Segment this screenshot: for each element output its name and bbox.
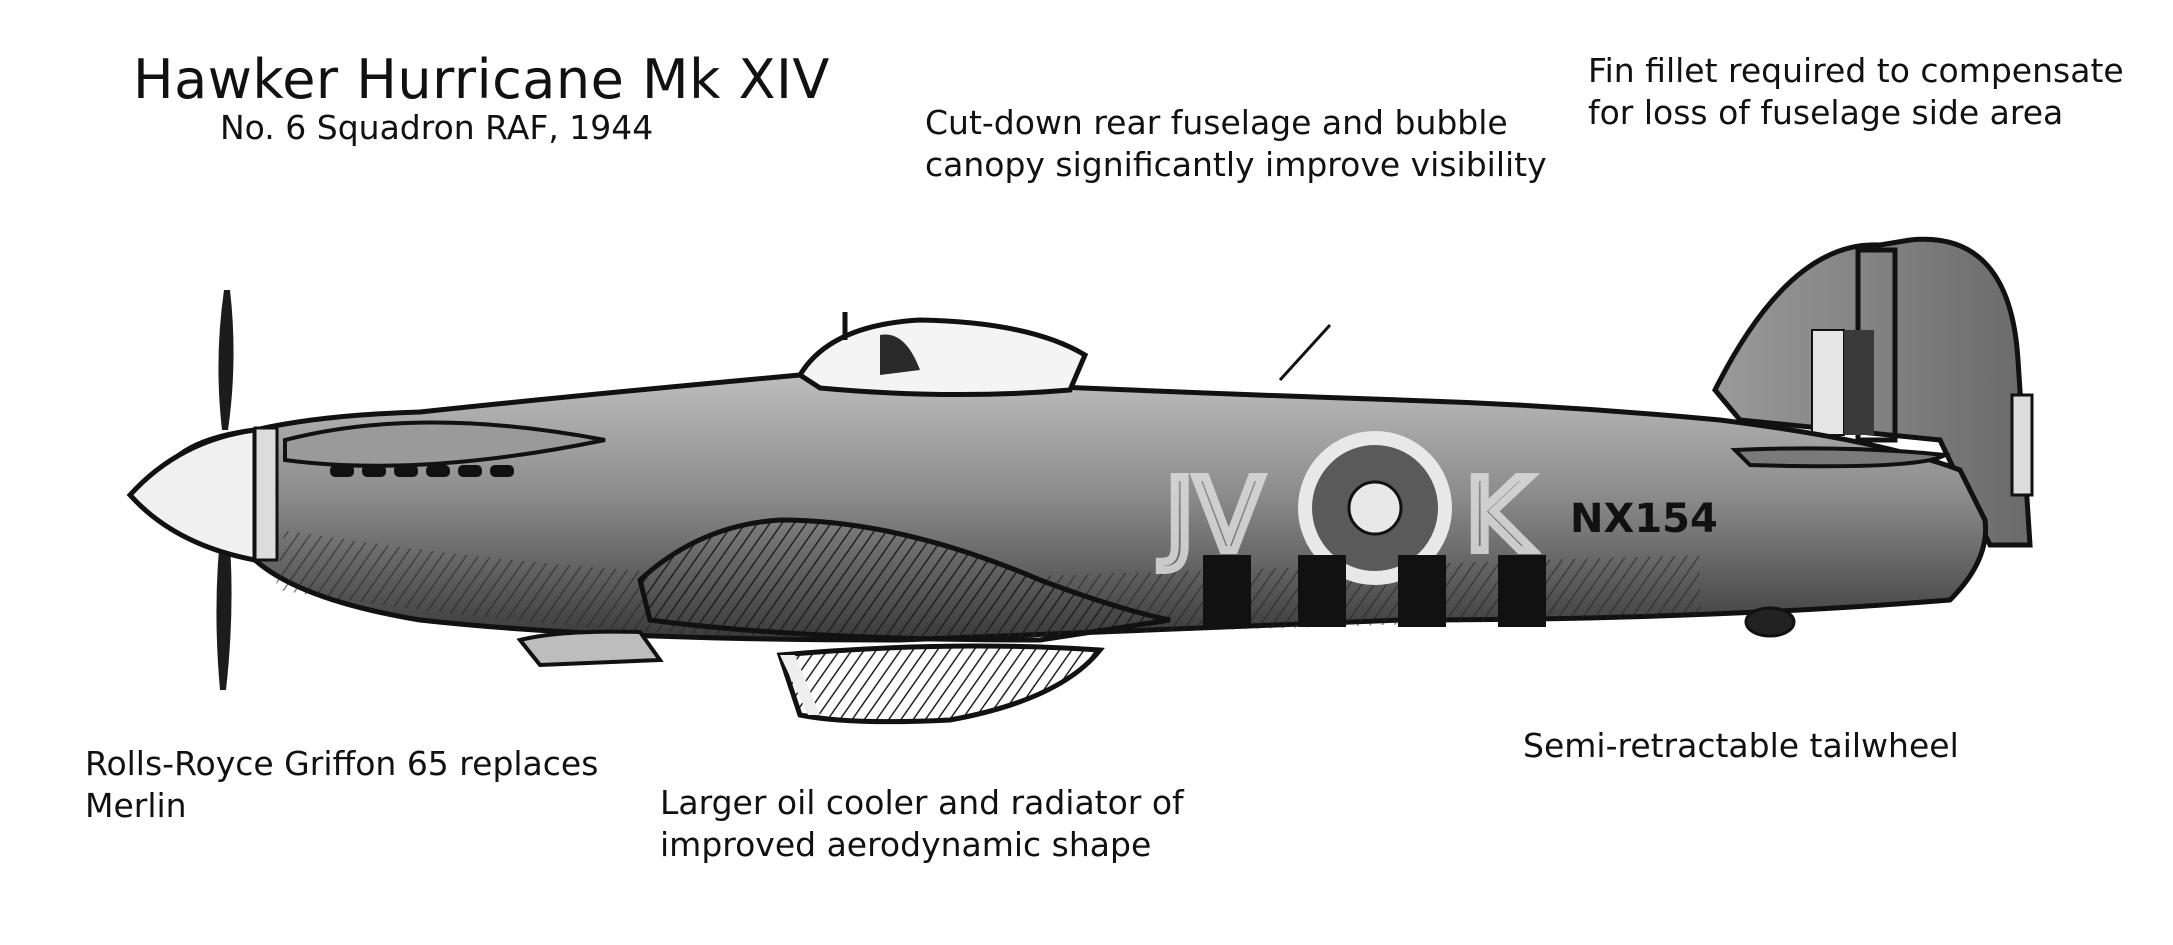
annotation-canopy-line-2: canopy significantly improve visibility	[925, 145, 1547, 184]
wing	[516, 517, 1171, 668]
annotation-tailwheel: Semi-retractable tailwheel	[1523, 725, 1959, 767]
annotation-cooler-line-1: Larger oil cooler and radiator of	[660, 783, 1184, 822]
invasion-stripes	[1203, 555, 1546, 627]
annotation-cooler: Larger oil cooler and radiator of improv…	[660, 782, 1184, 866]
tail-fin	[1712, 236, 2034, 548]
radiator	[776, 643, 1105, 725]
serial-number: NX154	[1570, 496, 1718, 542]
propeller-spinner	[126, 426, 279, 564]
annotation-fin: Fin fillet required to compensate for lo…	[1588, 50, 2124, 134]
annotation-canopy-line-1: Cut-down rear fuselage and bubble	[925, 103, 1508, 142]
annotation-engine-line-1: Rolls-Royce Griffon 65 replaces	[85, 744, 599, 783]
annotation-engine-line-2: Merlin	[85, 786, 187, 825]
annotation-cooler-line-2: improved aerodynamic shape	[660, 825, 1152, 864]
page-title: Hawker Hurricane Mk XIV	[133, 48, 830, 111]
propeller	[216, 290, 234, 690]
exhaust-stubs	[283, 420, 606, 477]
tailplane	[1730, 446, 1952, 469]
annotation-tailwheel-line-1: Semi-retractable tailwheel	[1523, 726, 1959, 765]
bubble-canopy	[796, 312, 1089, 398]
tailwheel	[1744, 606, 1796, 638]
annotation-fin-line-2: for loss of fuselage side area	[1588, 93, 2064, 132]
aerial-mast	[1278, 323, 1332, 382]
annotation-canopy: Cut-down rear fuselage and bubble canopy…	[925, 102, 1547, 186]
roundel	[1298, 431, 1452, 585]
page-subtitle: No. 6 Squadron RAF, 1944	[220, 108, 654, 147]
annotation-fin-line-1: Fin fillet required to compensate	[1588, 51, 2124, 90]
annotation-engine: Rolls-Royce Griffon 65 replaces Merlin	[85, 743, 598, 827]
